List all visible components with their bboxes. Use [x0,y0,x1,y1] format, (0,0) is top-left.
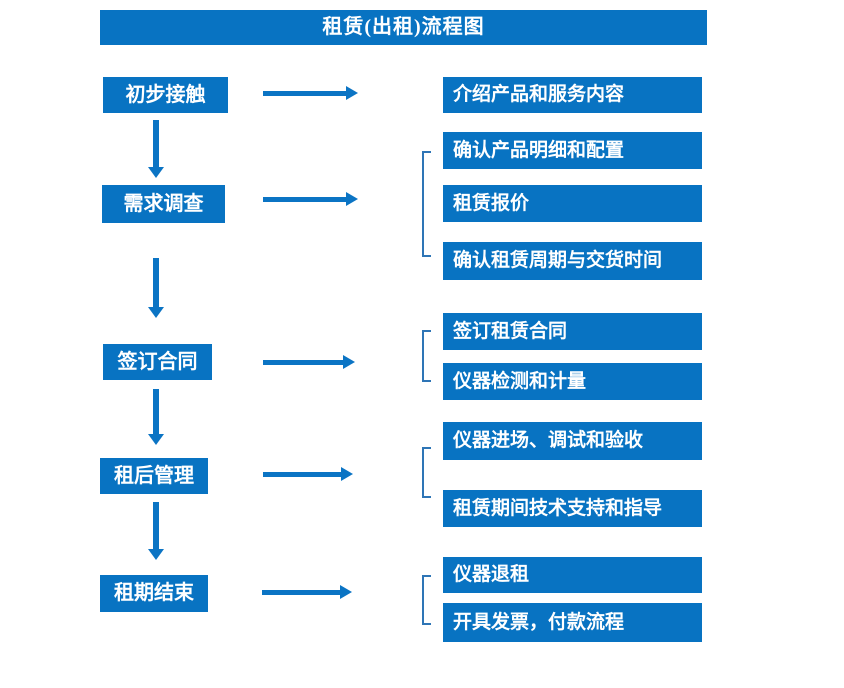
detail-box-rental-quotation: 租赁报价 [443,185,702,222]
down-arrow-icon [148,120,164,178]
arrow-shaft [153,120,159,168]
down-arrow-icon [148,502,164,560]
down-arrow-icon [148,258,164,318]
arrow-head [340,585,352,599]
arrow-shaft [262,590,342,595]
arrow-shaft [263,197,348,202]
detail-box-introduce-products: 介绍产品和服务内容 [443,77,702,113]
group-bracket-sign-contract [422,330,431,382]
detail-box-instrument-setup-acceptance: 仪器进场、调试和验收 [443,422,702,460]
arrow-head [148,434,164,445]
detail-box-instrument-testing: 仪器检测和计量 [443,363,702,400]
stage-box-rental-end: 租期结束 [100,575,208,612]
right-arrow-icon [263,192,358,206]
group-bracket-demand-survey [422,151,431,257]
arrow-shaft [263,91,348,96]
arrow-head [148,307,164,318]
arrow-shaft [263,360,345,365]
detail-box-invoice-payment: 开具发票，付款流程 [443,603,702,642]
arrow-head [341,467,353,481]
stage-box-demand-survey: 需求调查 [102,185,225,223]
arrow-head [346,86,358,100]
right-arrow-icon [263,467,353,481]
detail-box-confirm-product-config: 确认产品明细和配置 [443,132,702,169]
detail-box-sign-rental-contract: 签订租赁合同 [443,313,702,350]
arrow-shaft [153,389,159,435]
down-arrow-icon [148,389,164,445]
arrow-head [343,355,355,369]
arrow-head [148,549,164,560]
arrow-shaft [263,472,343,477]
stage-box-initial-contact: 初步接触 [103,77,228,113]
detail-box-technical-support: 租赁期间技术支持和指导 [443,490,702,527]
detail-box-confirm-period-delivery: 确认租赁周期与交货时间 [443,242,702,280]
right-arrow-icon [263,355,355,369]
flowchart-title: 租赁(出租)流程图 [100,10,707,45]
stage-box-post-rental-management: 租后管理 [100,458,208,494]
right-arrow-icon [263,86,358,100]
group-bracket-post-rental [422,447,431,498]
right-arrow-icon [262,585,352,599]
arrow-shaft [153,258,159,308]
arrow-shaft [153,502,159,550]
arrow-head [148,167,164,178]
stage-box-sign-contract: 签订合同 [103,344,212,380]
arrow-head [346,192,358,206]
group-bracket-rental-end [422,575,431,625]
detail-box-instrument-return: 仪器退租 [443,557,702,593]
